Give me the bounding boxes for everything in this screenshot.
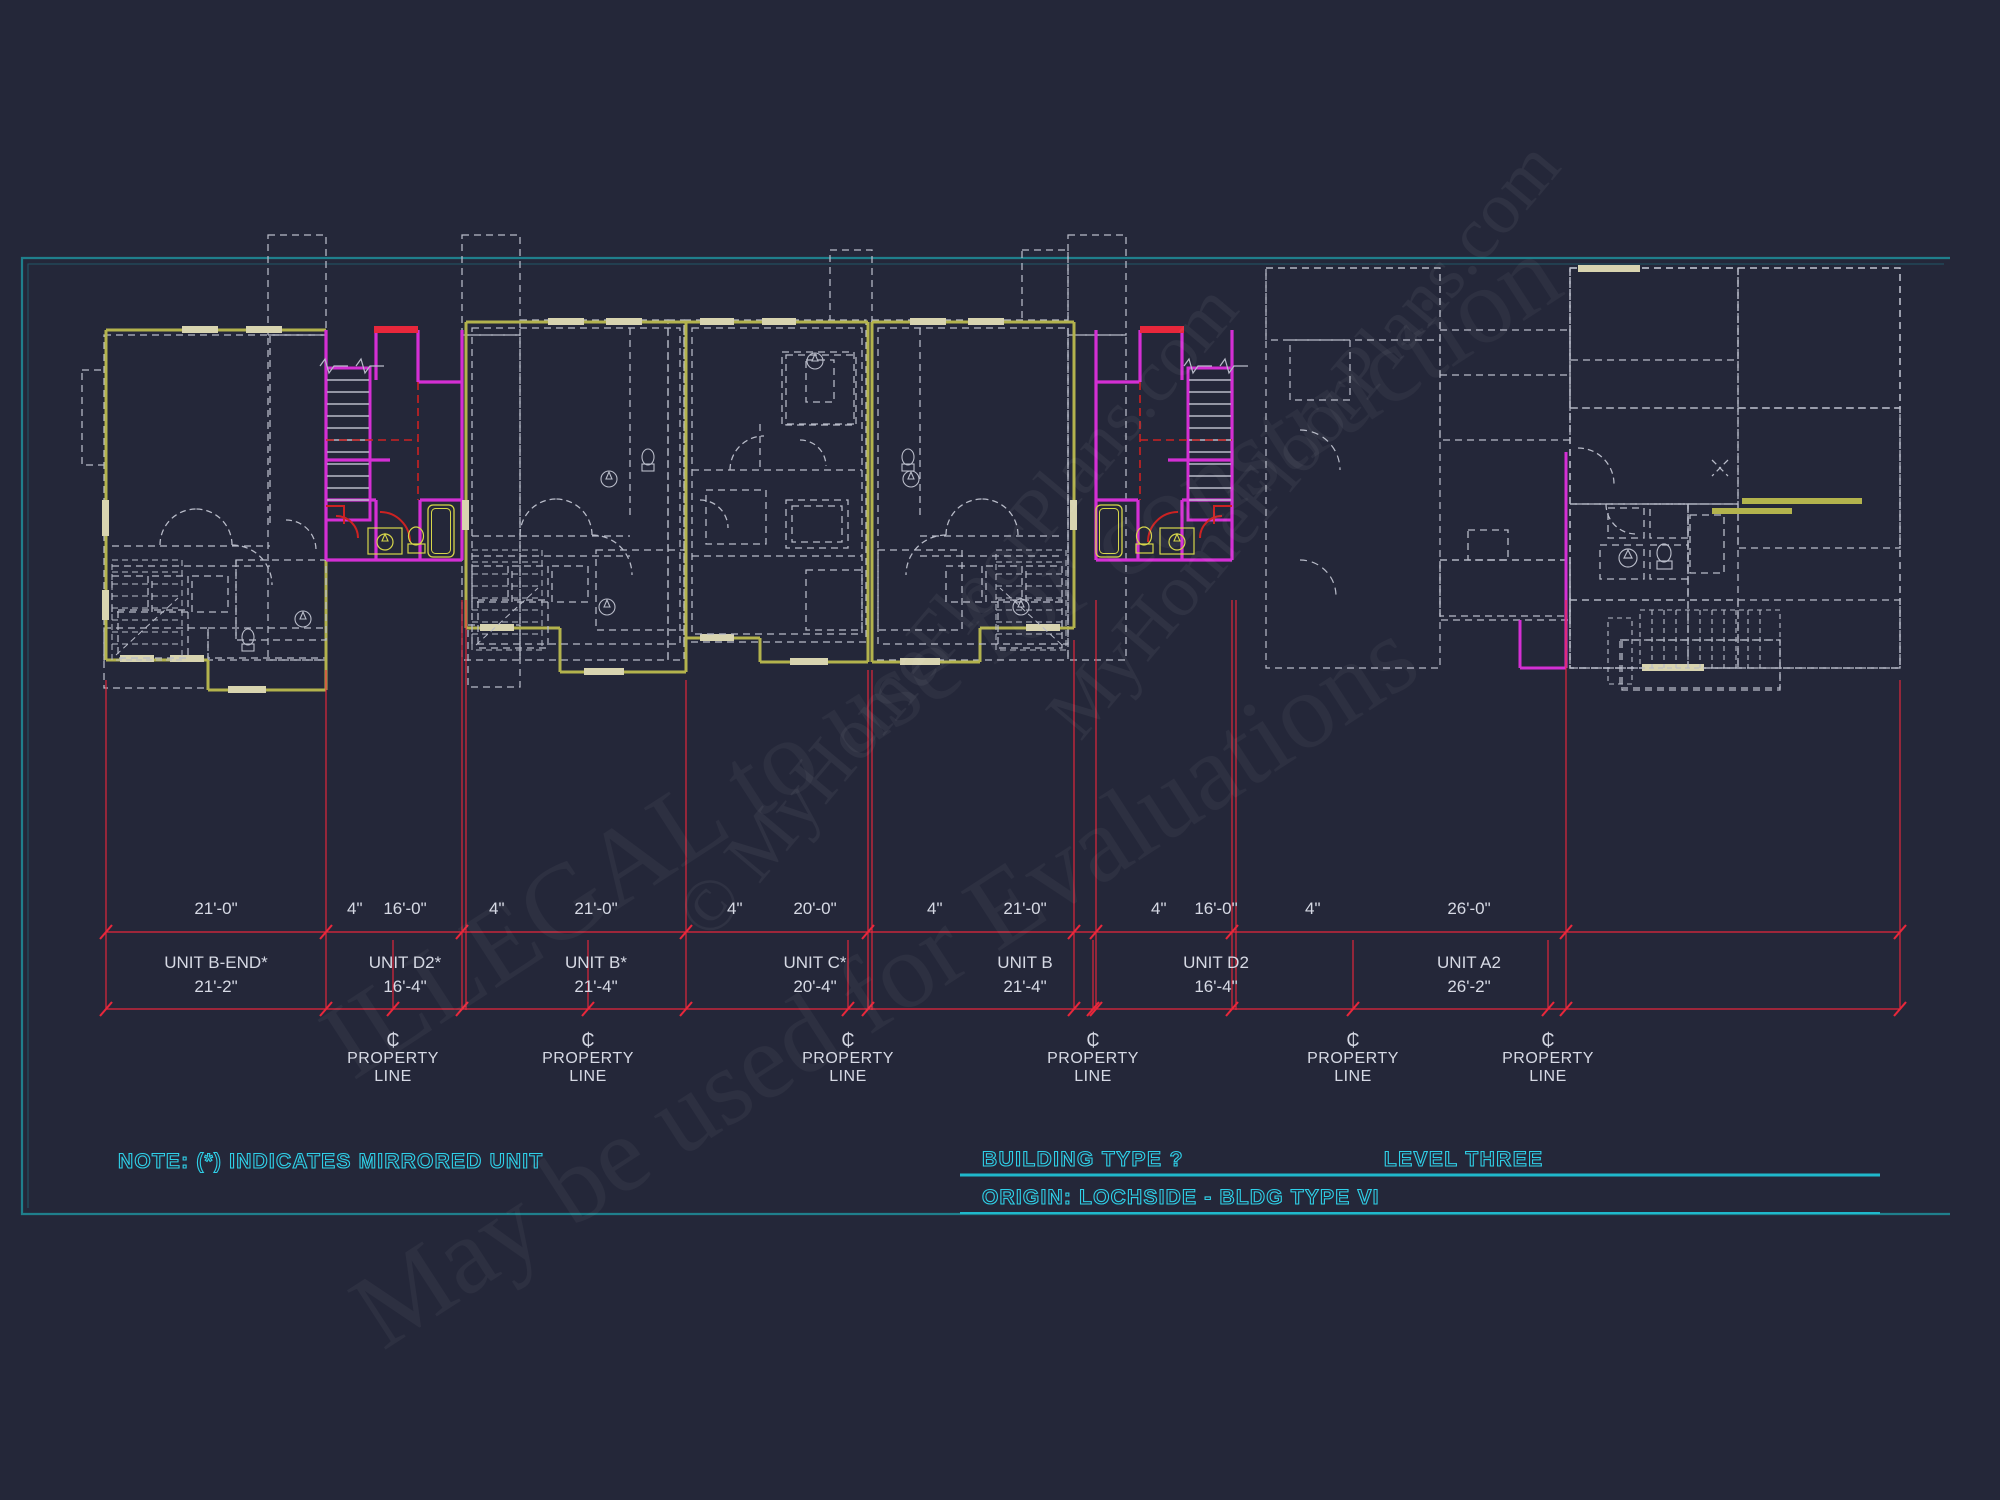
dimension-top: 21'-0" xyxy=(574,899,618,918)
door-swings xyxy=(699,435,827,529)
dimension-party-wall: 4" xyxy=(1305,899,1321,918)
window-symbol-red xyxy=(374,326,418,333)
unit-label: UNIT D2* xyxy=(368,953,442,972)
bath-fixtures xyxy=(241,610,312,652)
door-swings xyxy=(1577,447,1729,535)
property-line-label: PROPERTY xyxy=(1502,1050,1594,1068)
dimension-top: 21'-0" xyxy=(1003,899,1047,918)
dimension-party-wall: 4" xyxy=(489,899,505,918)
property-line-label: PROPERTY xyxy=(802,1050,894,1068)
unit-b-plan xyxy=(870,318,1077,665)
unit-label: UNIT D2 xyxy=(1183,953,1249,972)
red-partitions xyxy=(1139,382,1232,500)
window-symbols xyxy=(462,318,642,675)
centerline-icon: ₵ xyxy=(1346,1030,1360,1050)
dimension-bottom: 21'-4" xyxy=(574,977,618,996)
origin-label: ORIGIN: LOCHSIDE - BLDG TYPE VI xyxy=(981,1185,1380,1209)
dimension-party-wall: 4" xyxy=(727,899,743,918)
property-line-label: PROPERTY xyxy=(1047,1050,1139,1068)
centerline-icon: ₵ xyxy=(1541,1030,1555,1050)
dimension-party-wall: 4" xyxy=(927,899,943,918)
property-line-label: PROPERTY xyxy=(1307,1050,1399,1068)
dimension-bottom: 16'-4" xyxy=(1194,977,1238,996)
unit-d2-plan xyxy=(1094,326,1248,562)
bath-fixtures xyxy=(598,448,655,616)
stair-run-magenta xyxy=(319,357,384,522)
property-line-label: LINE xyxy=(829,1068,867,1086)
property-line-label: LINE xyxy=(374,1068,412,1086)
interior-partitions xyxy=(471,327,687,649)
red-door-swings xyxy=(326,505,411,543)
building-type-label: BUILDING TYPE ? xyxy=(981,1147,1184,1171)
property-line-label: PROPERTY xyxy=(347,1050,439,1068)
window-symbols xyxy=(700,318,828,665)
window-symbol-olive xyxy=(1742,498,1862,504)
stair-run-ghost xyxy=(995,549,1067,651)
unit-label: UNIT C* xyxy=(783,953,847,972)
sill-olive xyxy=(1712,508,1792,514)
dimension-top: 26'-0" xyxy=(1447,899,1491,918)
centerline-icon: ₵ xyxy=(841,1030,855,1050)
inter-unit-ghost-links xyxy=(1265,267,1571,669)
stair-run-ghost xyxy=(1639,609,1781,669)
dimension-party-wall: 4" xyxy=(347,899,363,918)
property-line-label: LINE xyxy=(1074,1068,1112,1086)
stair-run-ghost xyxy=(111,559,183,661)
level-label: LEVEL THREE xyxy=(1383,1147,1544,1171)
door-swings xyxy=(159,508,317,586)
unit-label: UNIT A2 xyxy=(1437,953,1501,972)
property-line-label: LINE xyxy=(1334,1068,1372,1086)
stair-run-ghost xyxy=(471,549,543,651)
dimension-lines xyxy=(99,600,1907,1017)
bath-fixtures xyxy=(1618,543,1673,570)
centerline-icon: ₵ xyxy=(581,1030,595,1050)
dimension-bottom: 20'-4" xyxy=(793,977,837,996)
property-line-label: LINE xyxy=(569,1068,607,1086)
interior-partitions xyxy=(691,327,863,635)
dimension-top: 16'-0" xyxy=(383,899,427,918)
red-partitions xyxy=(326,382,419,500)
window-symbol-red xyxy=(1140,326,1184,333)
centerline-icon: ₵ xyxy=(386,1030,400,1050)
door-swings xyxy=(519,498,633,576)
red-door-swings xyxy=(1147,505,1232,543)
unit-c-mirrored-plan xyxy=(684,318,915,665)
dimension-top: 16'-0" xyxy=(1194,899,1238,918)
centerline-icon: ₵ xyxy=(1086,1030,1100,1050)
mirrored-unit-note-text: NOTE: (*) INDICATES MIRRORED UNIT xyxy=(117,1149,544,1173)
dimension-bottom: 21'-2" xyxy=(194,977,238,996)
dimension-bottom: 26'-2" xyxy=(1447,977,1491,996)
unit-label: UNIT B xyxy=(997,953,1053,972)
door-swings xyxy=(905,498,1019,576)
dimension-top: 20'-0" xyxy=(793,899,837,918)
dimension-top: 21'-0" xyxy=(194,899,238,918)
dimension-party-wall: 4" xyxy=(1151,899,1167,918)
interior-partitions xyxy=(877,327,1069,649)
dimension-ticks xyxy=(99,924,1907,1017)
unit-d2-mirrored-plan xyxy=(319,326,464,562)
dimension-bottom: 21'-4" xyxy=(1003,977,1047,996)
property-line-label: LINE xyxy=(1529,1068,1567,1086)
title-block-rules xyxy=(960,1173,1880,1214)
window-symbols xyxy=(1578,265,1704,671)
title-block: BUILDING TYPE ? LEVEL THREE ORIGIN: LOCH… xyxy=(960,1147,1890,1210)
bath-fixtures xyxy=(806,352,915,472)
property-line-label: PROPERTY xyxy=(542,1050,634,1068)
stair-run-ghost-right xyxy=(1607,617,1633,685)
dimension-bottom: 16'-4" xyxy=(383,977,427,996)
mirrored-unit-note: NOTE: (*) INDICATES MIRRORED UNIT xyxy=(117,1149,544,1174)
unit-label: UNIT B-END* xyxy=(164,953,268,972)
unit-label: UNIT B* xyxy=(564,953,628,972)
